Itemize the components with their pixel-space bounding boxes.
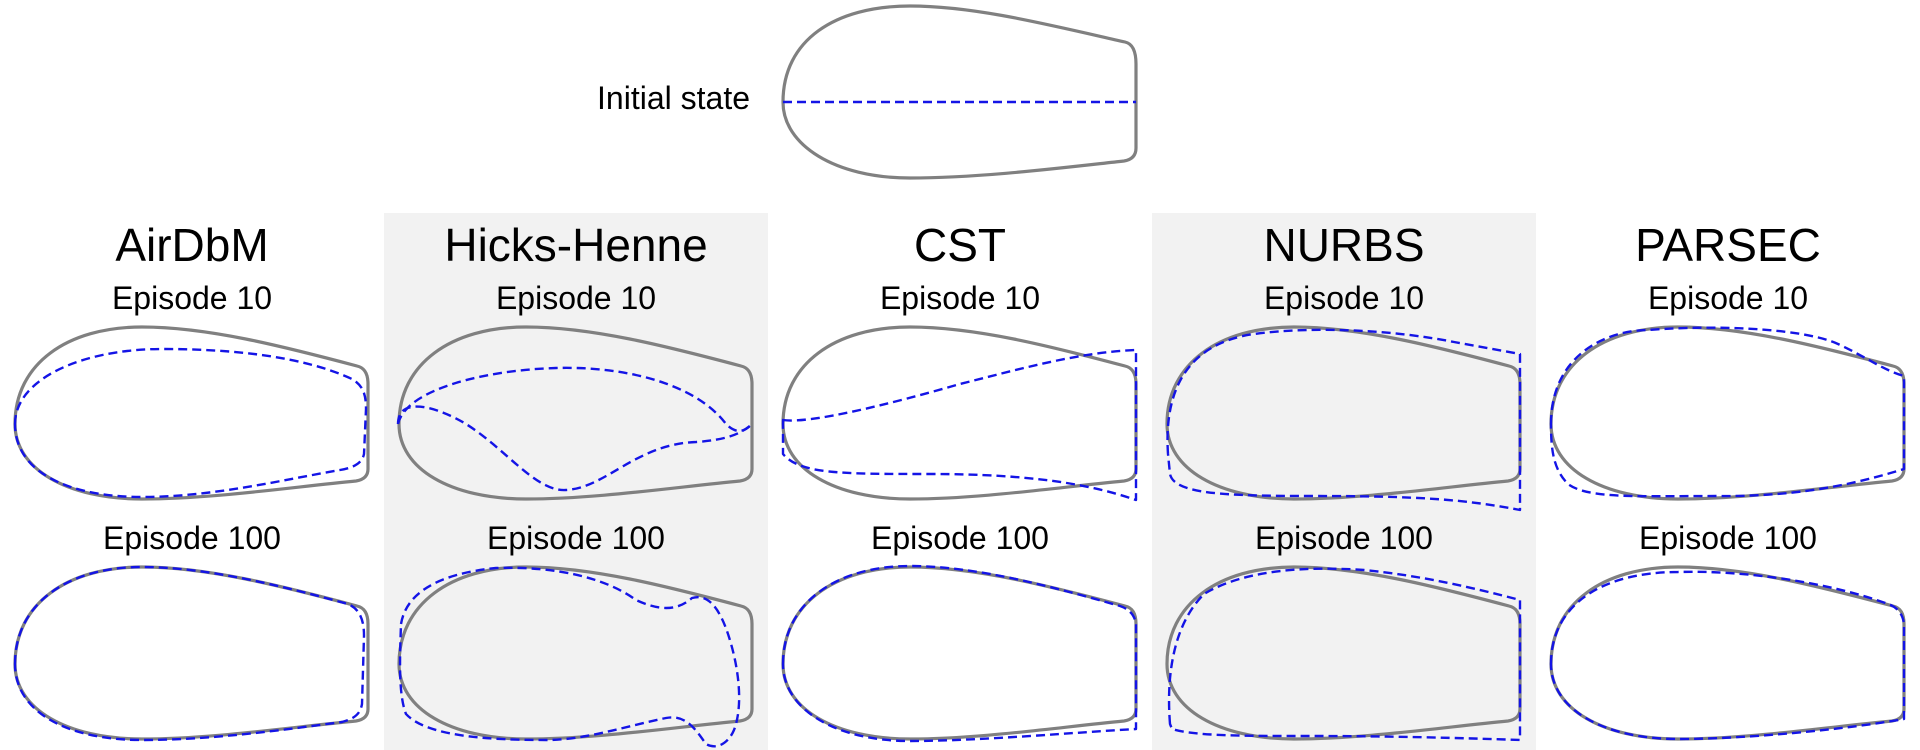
cst-episode-10-shape [781,325,1138,502]
title-airdbm: AirDbM [115,219,269,271]
reference-outline [1549,325,1906,501]
reference-outline [397,325,754,501]
optimized-outline [781,564,1138,743]
reference-outline [397,565,754,741]
title-cst: CST [914,219,1006,271]
title-hicks-henne: Hicks-Henne [444,219,708,271]
initial-state-label: Initial state [597,80,750,116]
nurbs-episode-10-shape [1165,325,1522,512]
airdbm-episode-100-label: Episode 100 [103,520,281,556]
optimized-outline [1167,567,1522,742]
reference-outline [1165,565,1522,741]
reference-outline [781,565,1138,741]
title-nurbs: NURBS [1263,219,1425,271]
optimized-outline [13,347,368,499]
optimized-outline [1166,328,1522,512]
optimized-outline [13,565,366,742]
parsec-episode-10-label: Episode 10 [1647,280,1809,316]
title-parsec: PARSEC [1635,219,1821,271]
initial-state-shape [781,4,1138,180]
optimized-outline [1549,570,1906,741]
parsec-episode-10-shape [1549,325,1906,501]
airdbm-episode-10-label: Episode 10 [111,280,273,316]
airdbm-episode-10-shape [13,325,370,501]
airdbm-episode-100-shape [13,565,370,742]
optimized-lower-curve [396,405,753,492]
reference-outline [13,565,370,741]
hicks-henne-episode-100-label: Episode 100 [487,520,665,556]
hicks-henne-episode-100-shape [397,565,754,748]
optimized-outline [398,566,741,748]
hicks-henne-episode-10-label: Episode 10 [495,280,657,316]
cst-episode-10-label: Episode 10 [879,280,1041,316]
reference-outline [13,325,370,501]
optimized-outline [396,366,753,433]
reference-outline [1165,325,1522,501]
cst-episode-100-shape [781,564,1138,743]
initial-reference-outline [781,4,1138,180]
panel-bg-nurbs [1152,213,1536,750]
optimized-outline [1549,326,1906,498]
nurbs-episode-100-shape [1165,565,1522,742]
optimized-outline [781,348,1138,502]
hicks-henne-episode-10-shape [396,325,754,501]
nurbs-episode-10-label: Episode 10 [1263,280,1425,316]
panel-bg-hicks-henne [384,213,768,750]
cst-episode-100-label: Episode 100 [871,520,1049,556]
parsec-episode-100-label: Episode 100 [1639,520,1817,556]
nurbs-episode-100-label: Episode 100 [1255,520,1433,556]
parsec-episode-100-shape [1549,565,1906,741]
